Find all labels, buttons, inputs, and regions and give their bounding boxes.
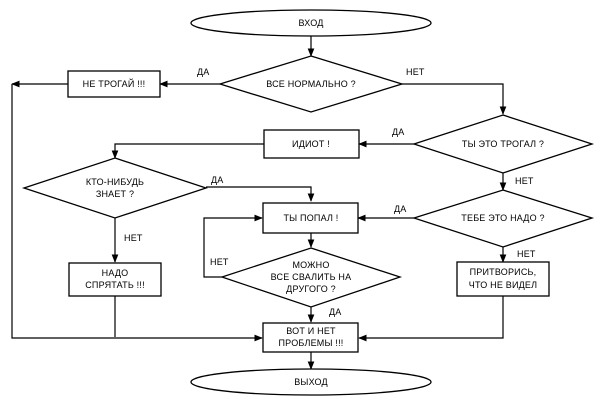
- process-dont-touch-label: НЕ ТРОГАЙ !!!: [83, 78, 146, 89]
- decision-anyone-knows-line2: ЗНАЕТ ?: [96, 189, 134, 199]
- process-pretend: ПРИТВОРИСЬ, ЧТО НЕ ВИДЕЛ: [456, 261, 550, 297]
- edge-label-need-yes: ДА: [394, 204, 407, 214]
- decision-touched-it-label: ТЫ ЭТО ТРОГАЛ ?: [462, 139, 544, 149]
- edge-pretend-to-end: [358, 296, 504, 342]
- process-hide-it-line2: СПРЯТАТЬ !!!: [85, 280, 145, 290]
- process-pretend-line2: ЧТО НЕ ВИДЕЛ: [469, 280, 537, 290]
- process-hide-it: НАДО СПРЯТАТЬ !!!: [68, 262, 162, 297]
- process-hide-it-line1: НАДО: [102, 268, 129, 278]
- edge-idiot-to-anyone: [111, 143, 264, 159]
- start-terminal: ВХОД: [190, 9, 432, 37]
- edge-blame-no: [203, 214, 263, 278]
- process-you-got-it-label: ТЫ ПОПАЛ !: [283, 213, 338, 223]
- decision-all-ok: ВСЕ НОРМАЛЬНО ?: [217, 55, 405, 113]
- decision-anyone-knows: КТО-НИБУДЬ ЗНАЕТ ?: [21, 157, 209, 219]
- edge-label-need-no: НЕТ: [517, 249, 536, 259]
- edge-label-anyone-yes: ДА: [211, 175, 224, 185]
- process-idiot: ИДИОТ !: [263, 129, 360, 159]
- end-label: ВЫХОД: [294, 377, 328, 387]
- edge-labels: ДА НЕТ ДА НЕТ ДА НЕТ ДА НЕТ НЕТ ДА: [124, 67, 536, 317]
- process-idiot-label: ИДИОТ !: [292, 139, 330, 149]
- edge-label-all-ok-yes: ДА: [197, 67, 210, 77]
- edge-label-touched-no: НЕТ: [515, 176, 534, 186]
- edge-label-all-ok-no: НЕТ: [406, 67, 425, 77]
- process-you-got-it: ТЫ ПОПАЛ !: [262, 202, 359, 234]
- decision-blame-other-line1: МОЖНО: [292, 260, 329, 270]
- edge-label-blame-no: НЕТ: [210, 257, 229, 267]
- edge-anyone-yes: [206, 186, 315, 202]
- decision-need-it: ТЕБЕ ЭТО НАДО ?: [411, 189, 595, 248]
- end-terminal: ВЫХОД: [190, 368, 432, 396]
- process-no-problem-line2: ПРОБЛЕМЫ !!!: [279, 338, 344, 348]
- decision-need-it-label: ТЕБЕ ЭТО НАДО ?: [461, 213, 544, 223]
- edge-left-bus: [11, 84, 263, 342]
- process-no-problem: ВОТ И НЕТ ПРОБЛЕМЫ !!!: [262, 322, 359, 353]
- edge-label-touched-yes: ДА: [392, 127, 405, 137]
- process-no-problem-line1: ВОТ И НЕТ: [286, 326, 336, 336]
- edge-all-ok-no: [402, 83, 507, 115]
- decision-touched-it: ТЫ ЭТО ТРОГАЛ ?: [411, 114, 595, 174]
- decision-blame-other-line2: ВСЕ СВАЛИТЬ НА: [271, 272, 352, 282]
- decision-blame-other-line3: ДРУГОГО ?: [286, 284, 336, 294]
- edge-label-anyone-no: НЕТ: [124, 233, 143, 243]
- start-label: ВХОД: [298, 18, 323, 28]
- process-pretend-line1: ПРИТВОРИСЬ,: [470, 267, 537, 277]
- connectors: [11, 36, 507, 370]
- process-dont-touch: НЕ ТРОГАЙ !!!: [67, 70, 161, 98]
- decision-blame-other: МОЖНО ВСЕ СВАЛИТЬ НА ДРУГОГО ?: [219, 247, 403, 308]
- decision-anyone-knows-line1: КТО-НИБУДЬ: [86, 177, 144, 187]
- decision-all-ok-label: ВСЕ НОРМАЛЬНО ?: [266, 79, 356, 89]
- edge-label-blame-yes: ДА: [329, 307, 342, 317]
